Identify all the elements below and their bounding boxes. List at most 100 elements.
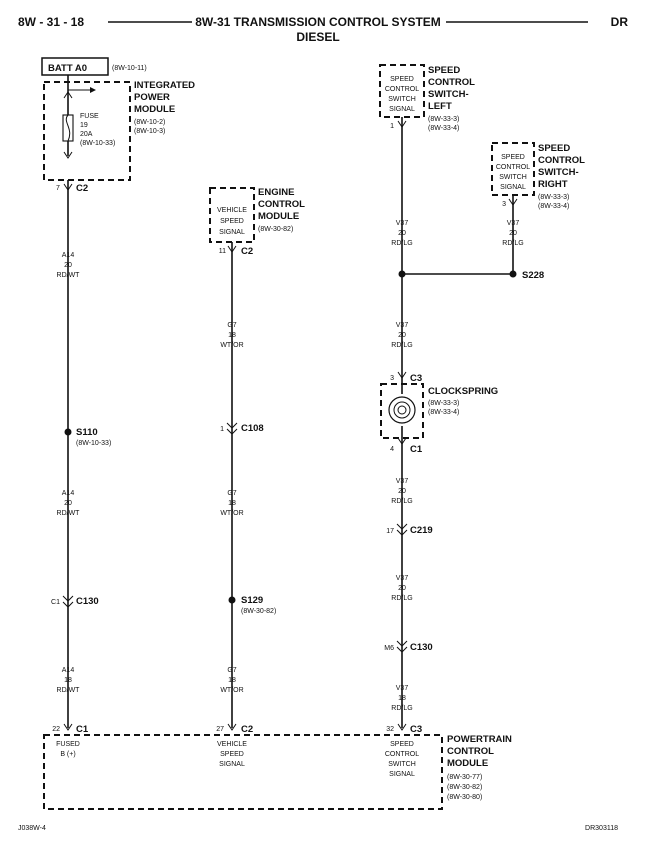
ipm-title-1: INTEGRATED xyxy=(134,80,195,91)
wire-label: A14 xyxy=(62,252,75,259)
ecm-ref: (8W-30-82) xyxy=(258,226,293,233)
wire-column-g7: G7 18 WT/OR 1 C108 G7 18 WT/OR S129 (8W-… xyxy=(220,242,276,728)
batt-a0: BATT A0 (8W-10-11) xyxy=(41,57,147,76)
footer-right: DR303118 xyxy=(585,825,618,832)
ecm-inner-3: SIGNAL xyxy=(219,229,245,236)
fuse-element-icon xyxy=(65,114,71,142)
ecm-inner-2: SPEED xyxy=(220,218,244,225)
wire-gauge: 20 xyxy=(398,488,406,495)
wire-label: V37 xyxy=(396,575,409,582)
ipm-box xyxy=(43,81,131,181)
pcm-pin-2: 27 xyxy=(216,726,224,733)
ecm-pin: 11 xyxy=(219,248,226,255)
arrow-right-icon xyxy=(90,87,96,93)
powertrain-control-module: 22 C1 FUSED B (+) 27 C2 VEHICLE SPEED SI… xyxy=(43,723,512,810)
wire-label: A14 xyxy=(62,490,75,497)
scs-right-title-3: SWITCH- xyxy=(538,167,579,178)
scs-left-inner-4: SIGNAL xyxy=(389,106,415,113)
wire-color: RD/LG xyxy=(391,498,412,505)
wire-label: G7 xyxy=(227,490,236,497)
page-title: 8W-31 TRANSMISSION CONTROL SYSTEM xyxy=(195,15,441,29)
pcm-pin-3: 32 xyxy=(386,726,394,733)
pcm-pin-label: VEHICLE xyxy=(217,741,247,748)
pcm-ref-1: (8W-30-77) xyxy=(447,774,482,781)
wire-color: RD/LG xyxy=(391,240,412,247)
connector-name: C108 xyxy=(241,423,264,434)
scs-left-title-3: SWITCH- xyxy=(428,89,469,100)
connector-name: C219 xyxy=(410,525,433,536)
clockspring-coil-icon xyxy=(393,401,411,419)
scs-left-inner-3: SWITCH xyxy=(388,96,416,103)
page-header: 8W - 31 - 18 8W-31 TRANSMISSION CONTROL … xyxy=(18,15,628,44)
connector-chevron-icon xyxy=(63,91,73,99)
clockspring: 3 C3 CLOCKSPRING (8W-33-3) (8W-33-4) 4 C… xyxy=(380,371,498,455)
wire-label: V37 xyxy=(396,220,409,227)
ipm-title-2: POWER xyxy=(134,92,170,103)
scs-left-title-1: SPEED xyxy=(428,65,460,76)
connector-chevron-icon xyxy=(63,723,73,731)
scs-right-ref-1: (8W-33-3) xyxy=(538,194,569,201)
wire-gauge: 20 xyxy=(398,585,406,592)
speed-control-switch-left: SPEED CONTROL SWITCH SIGNAL SPEED CONTRO… xyxy=(379,64,475,132)
wire-color: WT/OR xyxy=(220,687,243,694)
connector-name: C130 xyxy=(410,642,433,653)
connector-pin: 17 xyxy=(386,528,394,535)
fuse-rating: 20A xyxy=(80,131,93,138)
splice-dot-icon xyxy=(398,270,406,278)
wire-gauge: 20 xyxy=(509,230,517,237)
scs-right-title-1: SPEED xyxy=(538,143,570,154)
section-code: DR xyxy=(611,15,629,29)
splice-ref: (8W-30-82) xyxy=(241,608,276,615)
speed-control-switch-right: SPEED CONTROL SWITCH SIGNAL SPEED CONTRO… xyxy=(491,142,585,210)
wire-column-v37: V37 20 RD/LG V37 20 RD/LG S228 V37 20 RD… xyxy=(391,117,544,378)
wire-color: RD/LG xyxy=(502,240,523,247)
ipm-title-3: MODULE xyxy=(134,104,175,115)
wire-gauge: 20 xyxy=(64,262,72,269)
scs-left-title-4: LEFT xyxy=(428,101,452,112)
pcm-pin-label: SWITCH xyxy=(388,761,416,768)
scs-right-pin: 3 xyxy=(502,201,506,208)
batt-ref: (8W-10-11) xyxy=(112,65,147,72)
ipm-pin: 7 xyxy=(56,185,60,192)
page-subtitle: DIESEL xyxy=(296,30,339,44)
wire-label: V37 xyxy=(396,685,409,692)
wire-label: A14 xyxy=(62,667,75,674)
footer-left: J038W-4 xyxy=(18,825,46,832)
splice-name: S228 xyxy=(522,270,544,281)
scs-right-inner-2: CONTROL xyxy=(496,164,530,171)
pcm-ref-2: (8W-30-82) xyxy=(447,784,482,791)
wire-color: RD/LG xyxy=(391,342,412,349)
splice-dot-icon xyxy=(64,428,72,436)
clockspring-top-pin: 3 xyxy=(390,375,394,382)
wire-color: RD/WT xyxy=(57,510,81,517)
wire-gauge: 18 xyxy=(228,332,236,339)
integrated-power-module: FUSE 19 20A (8W-10-33) INTEGRATED POWER … xyxy=(43,75,195,194)
wire-color: RD/WT xyxy=(57,272,81,279)
inline-connector-icon xyxy=(226,422,238,435)
pcm-ref-3: (8W-30-80) xyxy=(447,794,482,801)
scs-right-ref-2: (8W-33-4) xyxy=(538,203,569,210)
connector-chevron-icon xyxy=(227,723,237,731)
batt-box xyxy=(41,57,109,76)
wire-label: V37 xyxy=(396,322,409,329)
ecm-conn: C2 xyxy=(241,246,253,257)
pcm-conn-1: C1 xyxy=(76,724,89,735)
pcm-conn-2: C2 xyxy=(241,724,253,735)
fuse-number: 19 xyxy=(80,122,88,129)
pcm-title-3: MODULE xyxy=(447,758,488,769)
wire-gauge: 18 xyxy=(228,500,236,507)
clockspring-bot-conn: C1 xyxy=(410,444,423,455)
connector-pin: M6 xyxy=(384,645,394,652)
wire-gauge: 18 xyxy=(398,695,406,702)
clockspring-title: CLOCKSPRING xyxy=(428,386,498,397)
wire-gauge: 20 xyxy=(64,500,72,507)
pcm-title-1: POWERTRAIN xyxy=(447,734,512,745)
clockspring-top-conn: C3 xyxy=(410,373,422,384)
clockspring-ref-1: (8W-33-3) xyxy=(428,400,459,407)
inline-connector-icon xyxy=(396,640,408,653)
splice-dot-icon xyxy=(228,596,236,604)
scs-left-box xyxy=(379,64,425,118)
wire-label: G7 xyxy=(227,322,236,329)
splice-name: S110 xyxy=(76,427,98,438)
wire-gauge: 20 xyxy=(398,332,406,339)
